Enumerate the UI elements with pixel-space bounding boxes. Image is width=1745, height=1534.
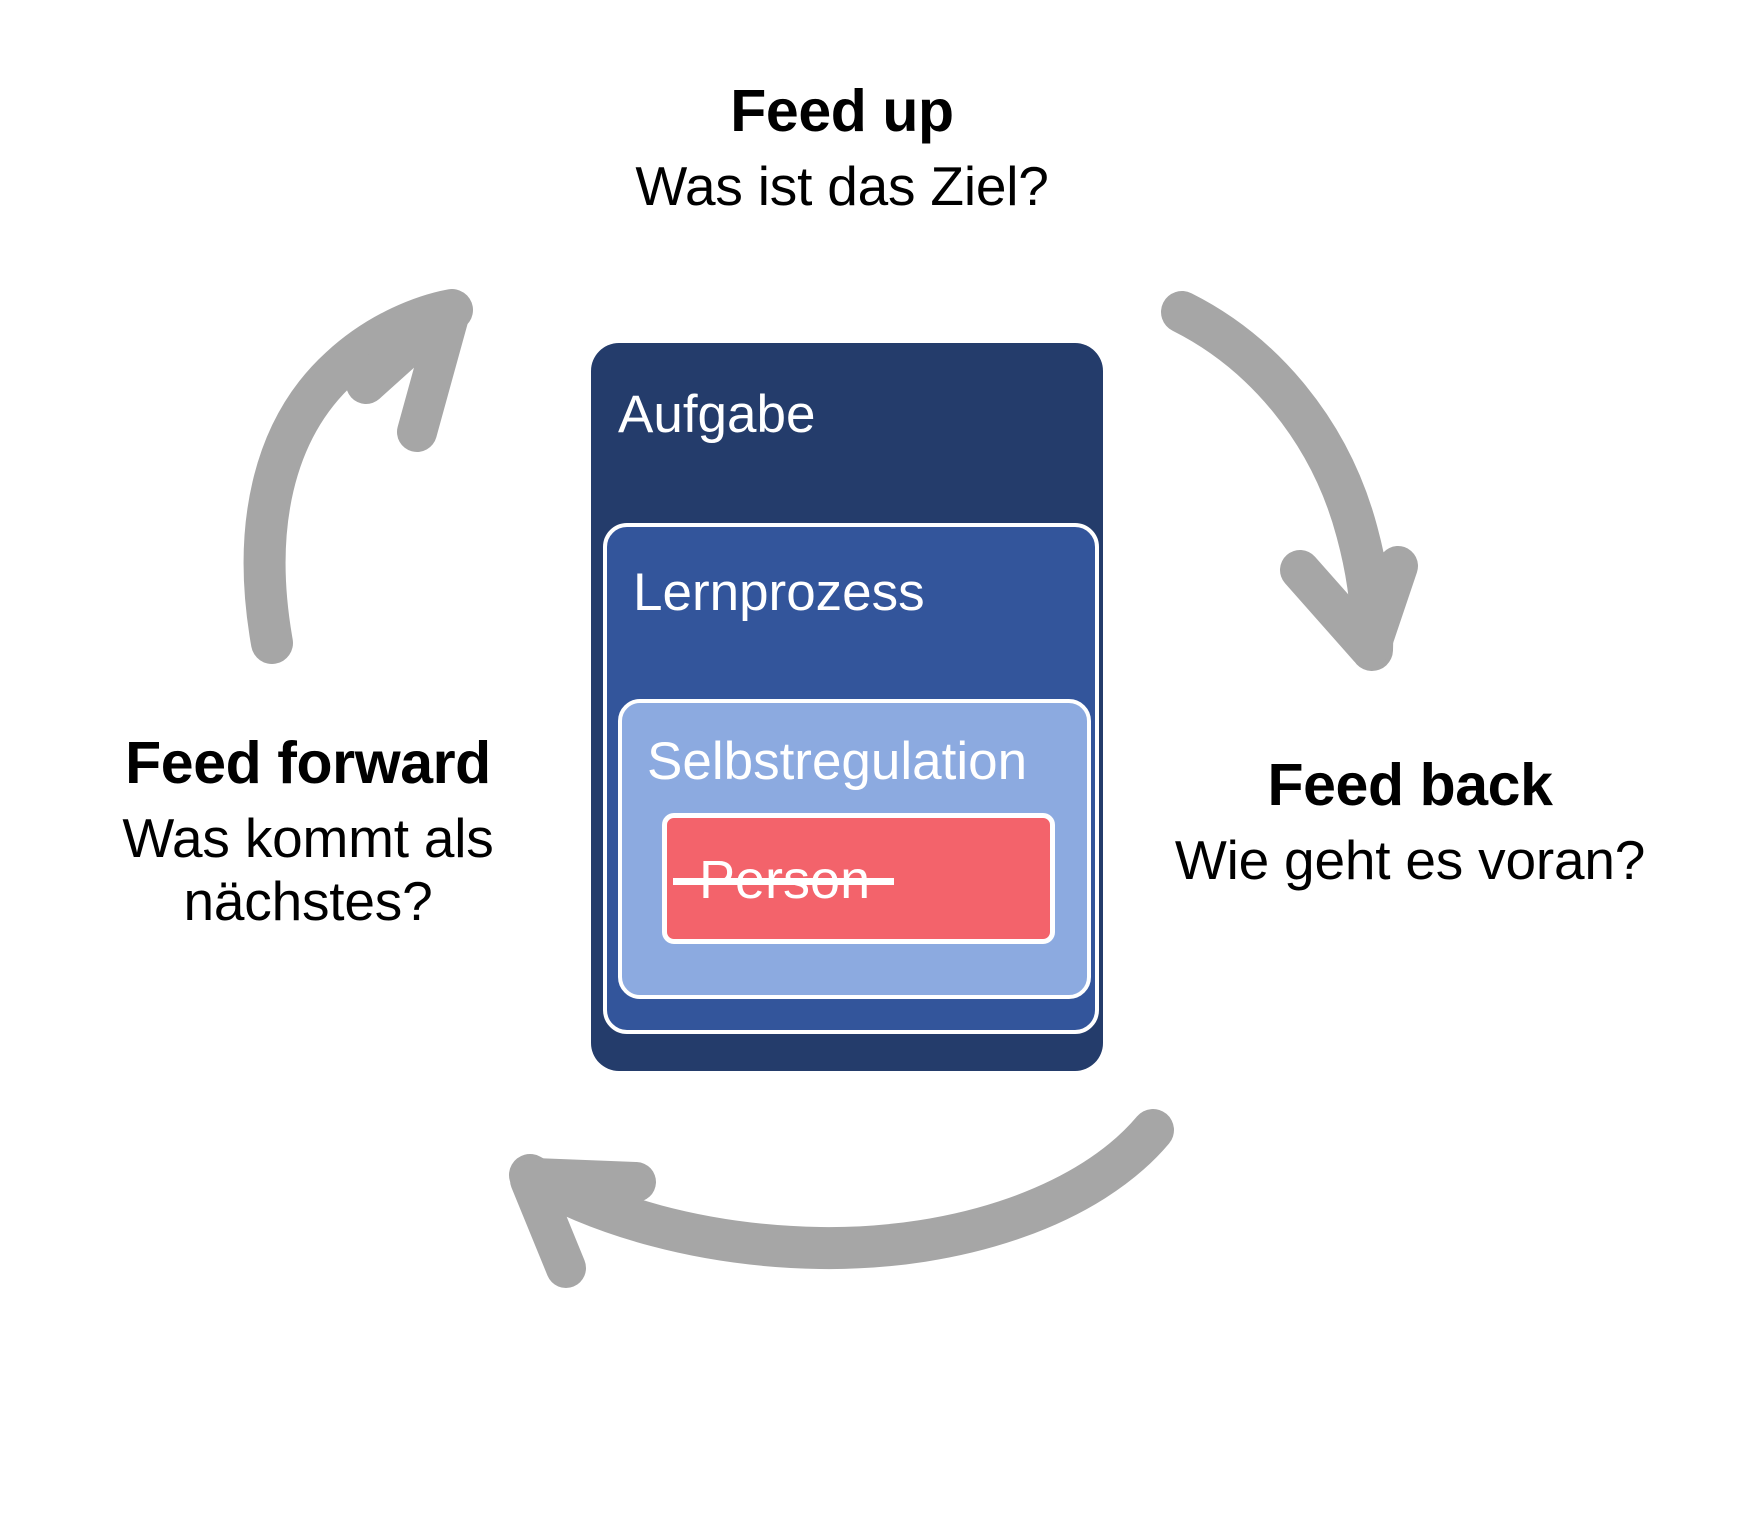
feed-back-title: Feed back [1267,752,1553,818]
arrow-left-up-icon [243,289,473,664]
nested-box-lernprozess: Lernprozess Selbstregulation Person [603,523,1099,1034]
person-label: Person [673,853,895,907]
person-strikethrough-line [673,878,895,885]
feed-back-subtitle: Wie geht es voran? [1174,829,1646,892]
feed-forward-subtitle: Was kommt als nächstes? [122,807,494,932]
cycle-label-feed-back: Feed back Wie geht es voran? [1140,752,1680,892]
feed-forward-title: Feed forward [125,730,491,796]
feed-up-title: Feed up [730,78,954,144]
selbstregulation-label: Selbstregulation [647,732,1028,791]
nested-box-aufgabe: Aufgabe Lernprozess Selbstregulation Per… [591,343,1103,1071]
person-label-wrapper: Person [673,848,895,912]
arrow-bottom-left-icon [509,1109,1174,1288]
lernprozess-label: Lernprozess [633,563,925,622]
feed-up-subtitle: Was ist das Ziel? [635,155,1049,218]
nested-box-selbstregulation: Selbstregulation Person [618,699,1091,999]
cycle-label-feed-up: Feed up Was ist das Ziel? [472,78,1212,218]
nested-box-person: Person [662,813,1055,944]
cycle-label-feed-forward: Feed forward Was kommt als nächstes? [28,730,588,933]
aufgabe-label: Aufgabe [618,385,816,444]
arrow-right-down-icon [1161,291,1418,671]
